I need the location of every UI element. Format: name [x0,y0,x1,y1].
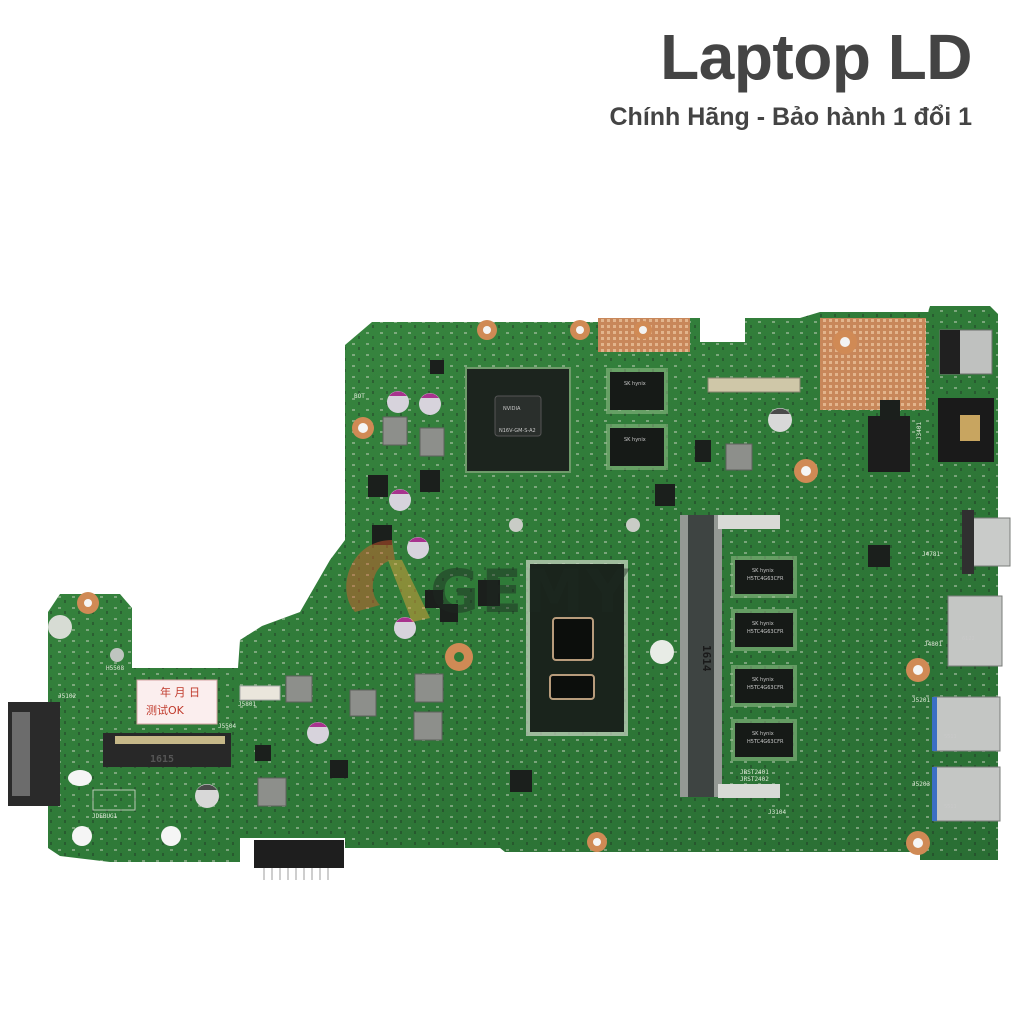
svg-text:5511: 5511 [944,734,957,740]
dimm-slot-label: 1614 [700,645,713,672]
svg-text:H5TC4G63CFR: H5TC4G63CFR [747,576,784,582]
gpu-marking: NVIDIA [503,406,521,412]
silkscreen-labels: BOT J5801 J5504 J4781 J4801 J5201 J5203 … [218,393,942,816]
inductors [257,416,753,807]
svg-text:J5201: J5201 [912,697,930,704]
svg-text:测试OK: 测试OK [146,704,185,717]
io-ports: 6122 5511 5511 [868,329,1011,822]
svg-text:JDEBUG1: JDEBUG1 [92,813,118,820]
brand-title: Laptop LD [660,21,972,93]
battery-connector [254,840,344,880]
capacitors [195,391,792,808]
gpu-chip: NVIDIA N16V-GM-S-A2 [465,367,571,473]
test-sticker [136,679,218,725]
fan-connector [239,685,281,701]
svg-text:J5102: J5102 [58,693,76,700]
usb-c-port [967,517,1011,567]
svg-text:年 月 日: 年 月 日 [160,685,200,699]
svg-text:H5508: H5508 [106,665,124,672]
left-section: 1615 测试OK 年 月 日 JDEBUG1 J5102 H5508 [8,665,231,820]
svg-text:SK hynix: SK hynix [752,677,774,683]
svg-text:SK hynix: SK hynix [752,621,774,627]
svg-text:J3401: J3401 [916,422,923,440]
svg-text:J5203: J5203 [912,781,930,788]
svg-text:JRST2402: JRST2402 [740,776,769,783]
brand-header: Laptop LD Chính Hãng - Bảo hành 1 đổi 1 [610,18,973,134]
usb-a-port-1 [933,696,1001,752]
edp-connector [707,377,801,393]
gpu-part: N16V-GM-S-A2 [499,428,536,434]
svg-text:SK hynix: SK hynix [752,731,774,737]
svg-text:SK hynix: SK hynix [624,437,646,443]
usb-a-port-2 [933,766,1001,822]
brand-subtitle: Chính Hãng - Bảo hành 1 đổi 1 [609,103,973,131]
svg-text:J4781: J4781 [922,551,940,558]
svg-text:SK hynix: SK hynix [752,568,774,574]
cpu-chip [526,560,628,736]
svg-text:J5504: J5504 [218,723,236,730]
svg-text:BOT: BOT [354,393,365,400]
svg-text:H5TC4G63CFR: H5TC4G63CFR [747,739,784,745]
svg-text:SK hynix: SK hynix [624,381,646,387]
hdmi-port [947,595,1003,667]
svg-text:H5TC4G63CFR: H5TC4G63CFR [747,629,784,635]
svg-text:GEMY: GEMY [430,557,631,627]
m2-slot-label: 1615 [150,754,174,765]
small-ics [255,360,900,792]
onboard-ram: SK hynix H5TC4G63CFR SK hynix H5TC4G63CF… [731,556,797,761]
svg-text:JRST2401: JRST2401 [740,769,769,776]
watermark: GEMY [346,540,631,627]
copper-pad-right [820,318,926,410]
jdebug-header [92,789,136,811]
svg-text:J3104: J3104 [768,809,786,816]
svg-text:5511: 5511 [944,804,957,810]
vram-chips: SK hynix SK hynix [606,368,668,470]
svg-text:J5801: J5801 [238,701,256,708]
mounting-holes [48,320,930,855]
lan-transformer [868,416,910,472]
svg-text:6122: 6122 [962,636,975,642]
svg-text:J4801: J4801 [924,641,942,648]
dimm-slot: 1614 [680,515,780,798]
svg-text:H5TC4G63CFR: H5TC4G63CFR [747,685,784,691]
